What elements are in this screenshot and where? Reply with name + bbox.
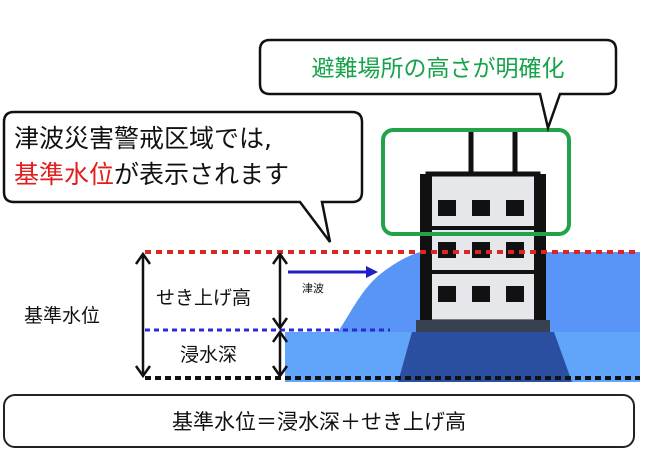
window (438, 200, 456, 216)
inundation-depth-dimension (271, 329, 289, 379)
callout-left-line2: 基準水位が表示されます (14, 160, 289, 189)
surge-height-dimension (271, 251, 289, 331)
standard-level-dimension (134, 251, 152, 379)
callout-left-line1: 津波災害警戒区域では, (14, 124, 272, 153)
building-pillar (534, 174, 546, 322)
callout-left-line2-rest: が表示されます (114, 160, 289, 189)
inundation-depth-label: 浸水深 (180, 344, 237, 366)
callout-top-text: 避難場所の高さが明確化 (312, 56, 565, 82)
building-pillar (420, 174, 432, 322)
window (472, 200, 490, 216)
building-foundation (398, 332, 572, 382)
tsunami-arrowhead (366, 266, 378, 278)
window (506, 200, 524, 216)
window (506, 286, 524, 302)
building (398, 130, 572, 382)
building-base (416, 320, 550, 332)
formula-box: 基準水位＝浸水深＋せき上げ高 (3, 394, 635, 448)
evacuation-height-callout: 避難場所の高さが明確化 (258, 38, 618, 133)
evacuation-height-highlight (381, 128, 571, 236)
standard-water-level-label: 基準水位 (24, 305, 100, 327)
formula-text: 基準水位＝浸水深＋せき上げ高 (172, 410, 466, 434)
window (438, 286, 456, 302)
standard-water-level-emphasis: 基準水位 (14, 160, 114, 189)
window (472, 286, 490, 302)
warning-zone-callout: 津波災害警戒区域では, 基準水位が表示されます (2, 110, 364, 243)
tsunami-label: 津波 (302, 282, 324, 295)
surge-height-label: せき上げ高 (156, 287, 251, 309)
